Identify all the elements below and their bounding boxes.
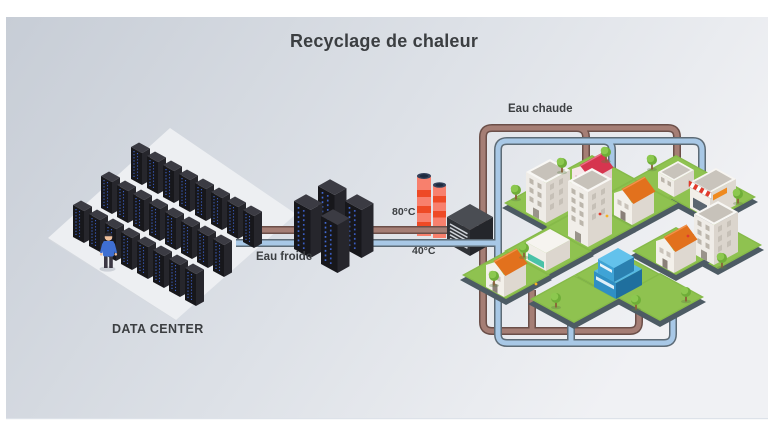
isometric-city-icon: [460, 146, 764, 329]
hot-water-label: Eau chaude: [508, 103, 573, 115]
slide-bottom-edge: [6, 418, 768, 420]
hot-temp-label: 80°C: [392, 206, 416, 218]
worker-figure-icon: [99, 232, 118, 272]
cold-temp-label: 40°C: [412, 245, 436, 257]
page-title: Recyclage de chaleur: [289, 31, 479, 51]
cold-water-label: Eau froide: [256, 251, 313, 263]
data-center-label: DATA CENTER: [112, 322, 204, 336]
